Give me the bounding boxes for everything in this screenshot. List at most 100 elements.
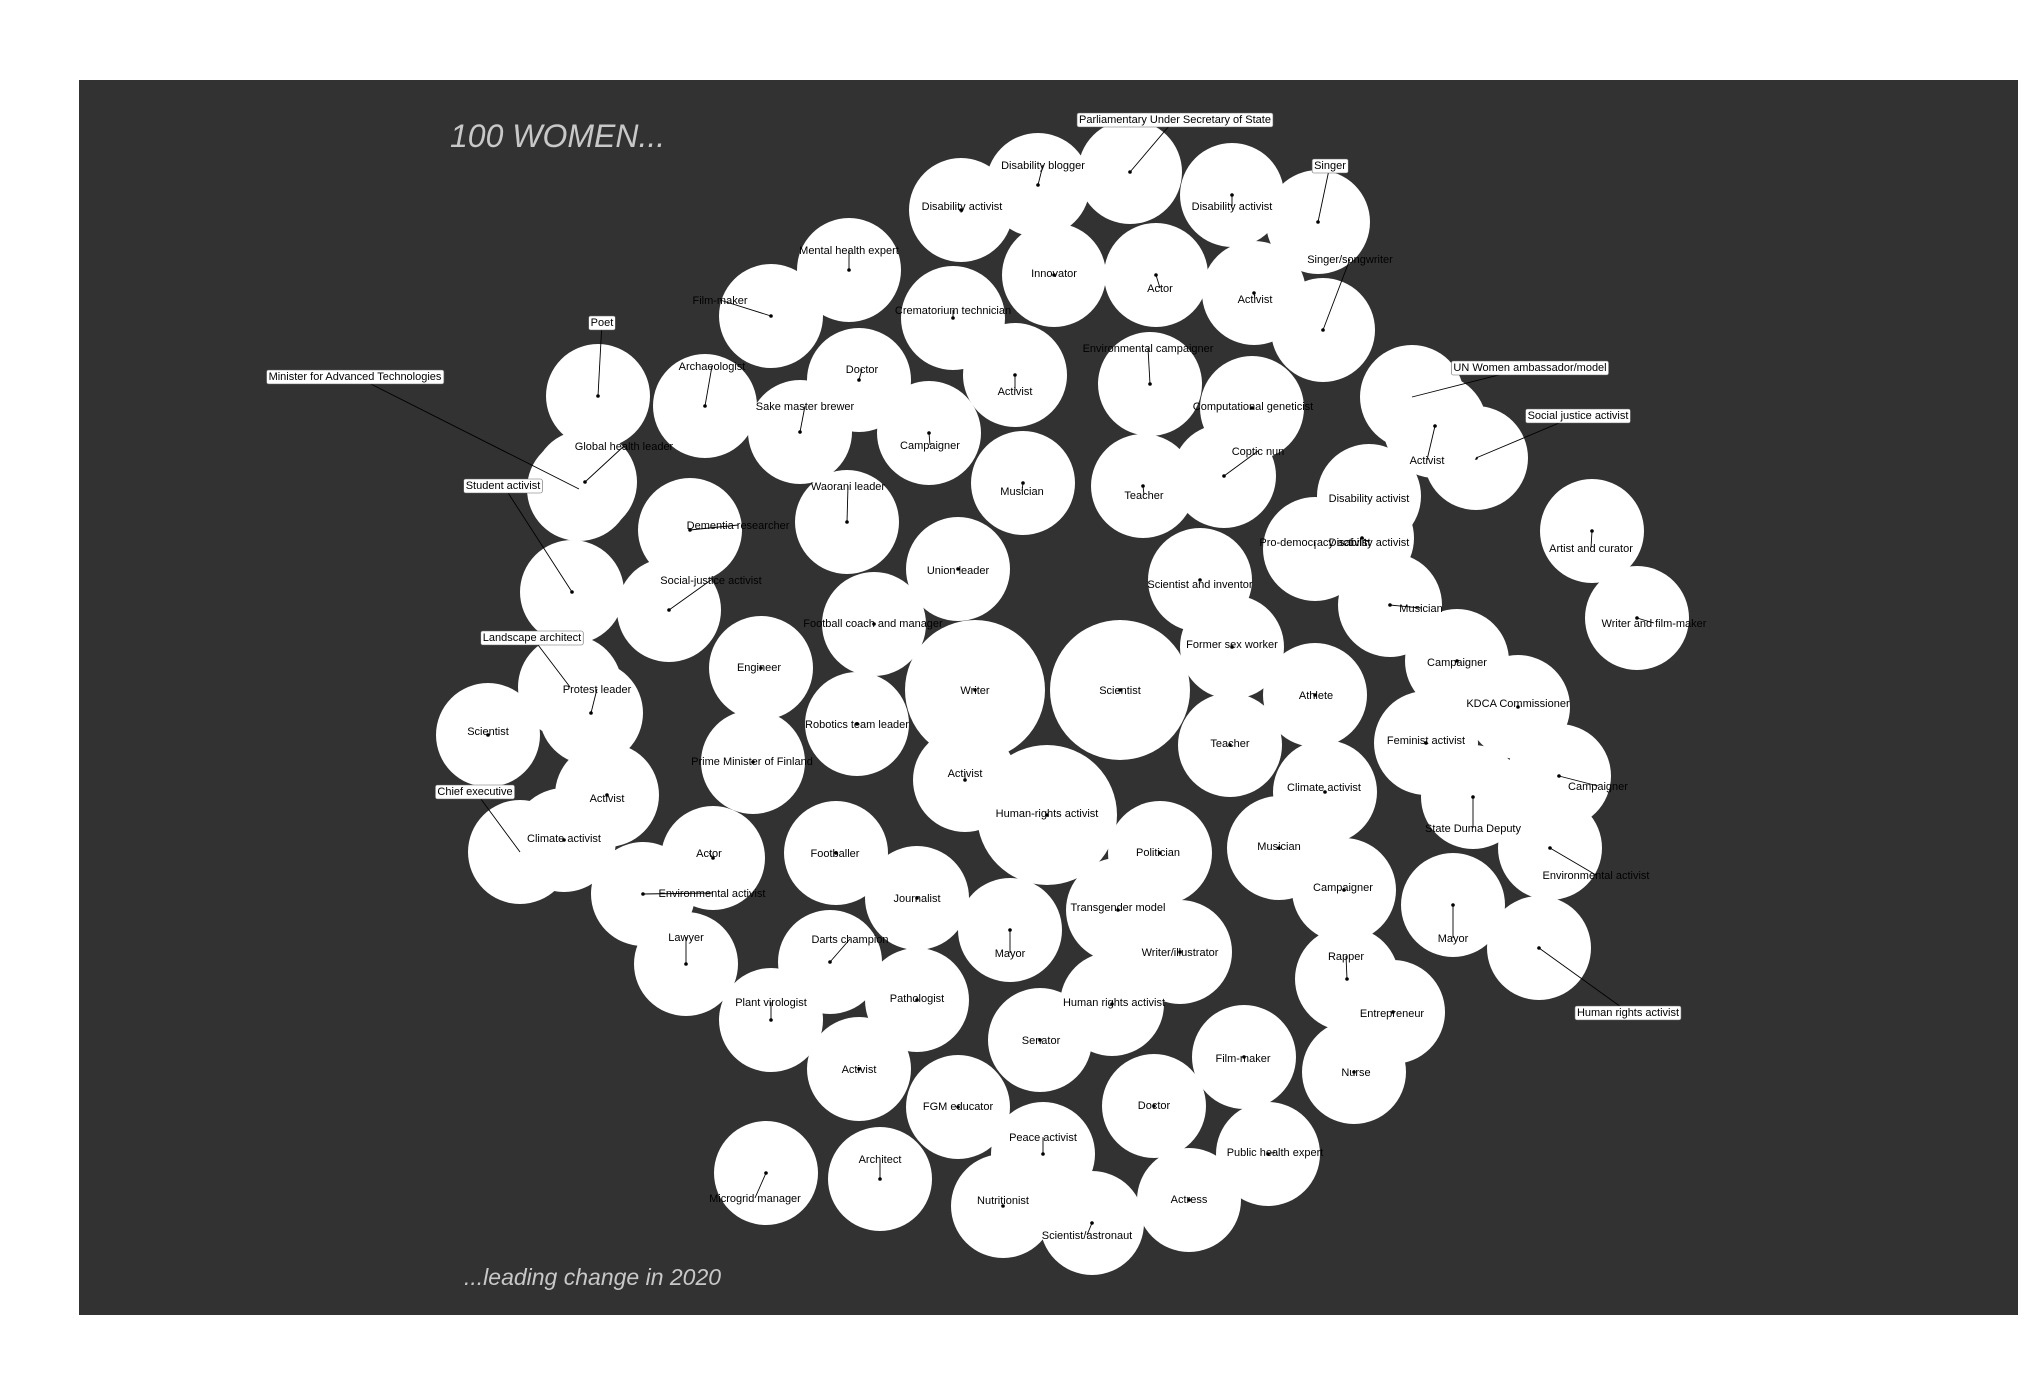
bubble-label-group: Journalist (893, 893, 940, 905)
label-background (1525, 408, 1631, 424)
leader-line (474, 790, 521, 853)
bubble-marker (956, 1105, 960, 1109)
leader-line (1590, 530, 1593, 549)
bubble-label: Activist (998, 386, 1033, 398)
label-background (463, 478, 543, 494)
bubble-label-group: Campaigner (1313, 882, 1373, 894)
bubble-marker (1277, 846, 1281, 850)
bubble-label: Coptic nun (1232, 446, 1285, 458)
bubble-label: Pro-democracy activist (1259, 537, 1370, 549)
bubble-label: Disability activist (1329, 537, 1410, 549)
bubble-label: State Duma Deputy (1425, 823, 1521, 835)
leader-line (1558, 775, 1599, 787)
bubble-marker (1052, 273, 1056, 277)
bubble-label-group: Nurse (1341, 1067, 1370, 1079)
bubble-label-group: Crematorium technician (895, 305, 1011, 317)
leader-line (799, 405, 806, 433)
bubble-label: Student activist (466, 480, 541, 492)
bubble-label: Scientist (467, 726, 509, 738)
bubble-label-group: Footballer (811, 848, 860, 860)
bubble-label-group: Activist (590, 793, 625, 805)
bubble-label: Prime Minister of Finland (691, 756, 813, 768)
bubble-label: Nurse (1341, 1067, 1370, 1079)
leader-line (502, 484, 573, 593)
bubble-label-group: Politician (1136, 847, 1180, 859)
label-background (266, 369, 445, 385)
bubble-label-group: Writer (960, 685, 989, 697)
bubble-label: Actor (1147, 283, 1173, 295)
bubble-marker (1455, 659, 1459, 663)
bubble-label: Social justice activist (1528, 410, 1629, 422)
bubble-label-group: Writer/illustrator (1142, 947, 1219, 959)
bubble-label: Disability activist (1329, 493, 1410, 505)
bubble-label-group: Feminist activist (1387, 735, 1465, 747)
bubble-label: Teacher (1124, 490, 1163, 502)
label-background (1451, 360, 1609, 376)
bubble-label-group: Student activist (463, 478, 543, 494)
bubble-label: Journalist (893, 893, 940, 905)
bubble-label-group: Innovator (1031, 268, 1077, 280)
bubble-label: Human rights activist (1577, 1007, 1679, 1019)
bubble-label: Crematorium technician (895, 305, 1011, 317)
bubble-marker (1424, 741, 1428, 745)
bubble-label-group: Climate activist (1287, 782, 1361, 794)
leader-line (1549, 847, 1597, 876)
bubble-label-group: Artist and curator (1549, 543, 1633, 555)
bubble-label-group: Landscape architect (480, 630, 584, 646)
bubble-label-group: Scientist (1099, 685, 1141, 697)
bubble-label: Activist (842, 1064, 877, 1076)
bubble-marker (1391, 1010, 1395, 1014)
leader-line (754, 1172, 767, 1199)
bubble-label: Teacher (1210, 738, 1249, 750)
leader-line (642, 892, 713, 895)
bubble-marker (1323, 790, 1327, 794)
bubble-marker (973, 688, 977, 692)
bubble-label: Mental health expert (799, 245, 899, 257)
bubble-marker (956, 567, 960, 571)
bubble-label: Doctor (846, 364, 879, 376)
leader-line (1253, 292, 1256, 300)
leader-line (584, 445, 625, 483)
bubble-marker (857, 1067, 861, 1071)
bubble-label: Transgender model (1071, 902, 1166, 914)
bubble-label-group: Dementia researcher (687, 520, 790, 532)
bubble-label-group: Pathologist (890, 993, 944, 1005)
bubble-marker (1178, 950, 1182, 954)
bubble-label: Disability blogger (1001, 160, 1085, 172)
bubble-label-group: Disability activist (922, 201, 1003, 213)
bubble-marker (751, 760, 755, 764)
bubble-marker (1250, 406, 1254, 410)
bubble-label-group: Poet (588, 315, 616, 331)
bubble-marker (759, 666, 763, 670)
bubble-label: Human-rights activist (996, 808, 1099, 820)
bubble-marker (834, 851, 838, 855)
bubble-label: Computational geneticist (1193, 401, 1313, 413)
bubble-label: Climate activist (527, 833, 601, 845)
bubble-label: Film-maker (693, 295, 748, 307)
bubble-label: Campaigner (900, 440, 960, 452)
bubble-label-group: Coptic nun (1232, 446, 1285, 458)
bubble-label: Politician (1136, 847, 1180, 859)
leader-line (1426, 425, 1436, 461)
bubble-label: Protest leader (563, 684, 632, 696)
leader-line (597, 321, 603, 397)
bubble-marker (1152, 1104, 1156, 1108)
bubble-label: Actor (696, 848, 722, 860)
bubble-label: Rapper (1328, 951, 1364, 963)
bubble-label-group: Scientist (467, 726, 509, 738)
bubble-marker (1187, 1198, 1191, 1202)
bubble-marker (1118, 688, 1122, 692)
bubble-label: Mayor (995, 948, 1026, 960)
bubble-label-group: Human rights activist (1063, 997, 1165, 1009)
bubble-label: Global health leader (575, 441, 674, 453)
bubble-label-group: Minister for Advanced Technologies (266, 369, 445, 385)
bubble-label: Writer (960, 685, 989, 697)
bubble-label: Nutritionist (977, 1195, 1029, 1207)
bubble-label-group: Film-maker (1216, 1053, 1271, 1065)
bubble-label-group: Doctor (1138, 1100, 1171, 1112)
bubble-label-group: Human-rights activist (996, 808, 1099, 820)
label-background (480, 630, 584, 646)
bubble-label: Innovator (1031, 268, 1077, 280)
bubble-label-group: Teacher (1210, 738, 1249, 750)
bubble-label-group: Campaigner (1568, 781, 1628, 793)
